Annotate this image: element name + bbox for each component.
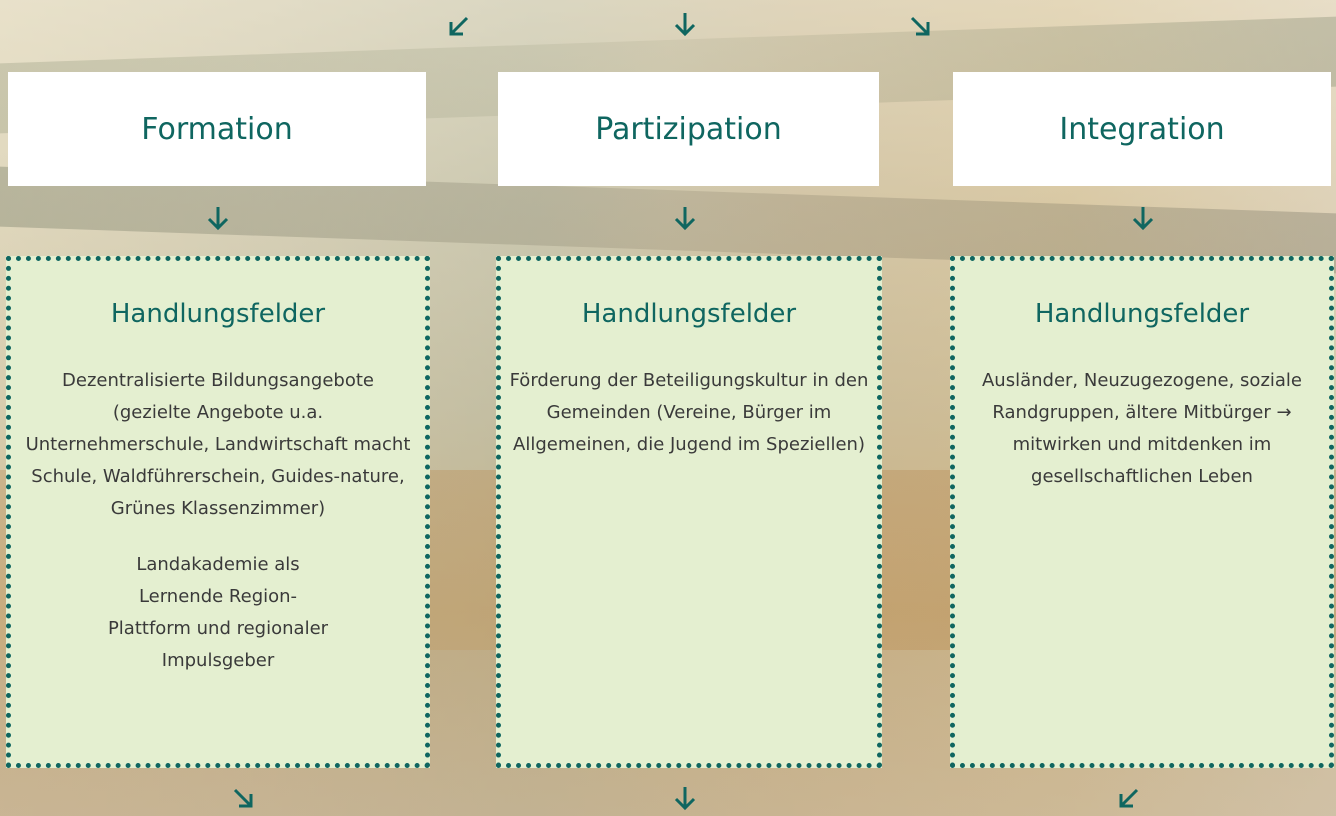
arrow-down-icon xyxy=(670,10,700,38)
panel-integration: Handlungsfelder Ausländer, Neuzugezogene… xyxy=(950,256,1334,768)
arrow-down-icon xyxy=(203,204,233,232)
column-title-formation: Formation xyxy=(8,72,426,186)
column-title-partizipation: Partizipation xyxy=(498,72,879,186)
panel-heading: Handlungsfelder xyxy=(581,299,797,329)
panel-paragraph: Dezentralisierte Bildungsangebote (gezie… xyxy=(25,370,411,519)
arrow-down-right-icon xyxy=(228,784,258,812)
arrow-down-left-icon xyxy=(1114,784,1144,812)
panel-heading: Handlungsfelder xyxy=(1034,299,1250,329)
arrow-down-icon xyxy=(670,204,700,232)
arrow-down-icon xyxy=(670,784,700,812)
arrow-down-left-icon xyxy=(444,12,474,40)
panel-heading: Handlungsfelder xyxy=(110,299,326,329)
panel-partizipation: Handlungsfelder Förderung der Beteiligun… xyxy=(496,256,882,768)
panel-paragraph: Förderung der Beteiligungskultur in den … xyxy=(509,370,869,455)
column-title-integration: Integration xyxy=(953,72,1331,186)
arrow-down-right-icon xyxy=(905,12,935,40)
panel-paragraph: Landakademie als Lernende Region-Plattfo… xyxy=(107,554,329,671)
arrow-down-icon xyxy=(1128,204,1158,232)
panel-paragraph: Ausländer, Neuzugezogene, soziale Randgr… xyxy=(981,370,1303,487)
panel-formation: Handlungsfelder Dezentralisierte Bildung… xyxy=(6,256,430,768)
